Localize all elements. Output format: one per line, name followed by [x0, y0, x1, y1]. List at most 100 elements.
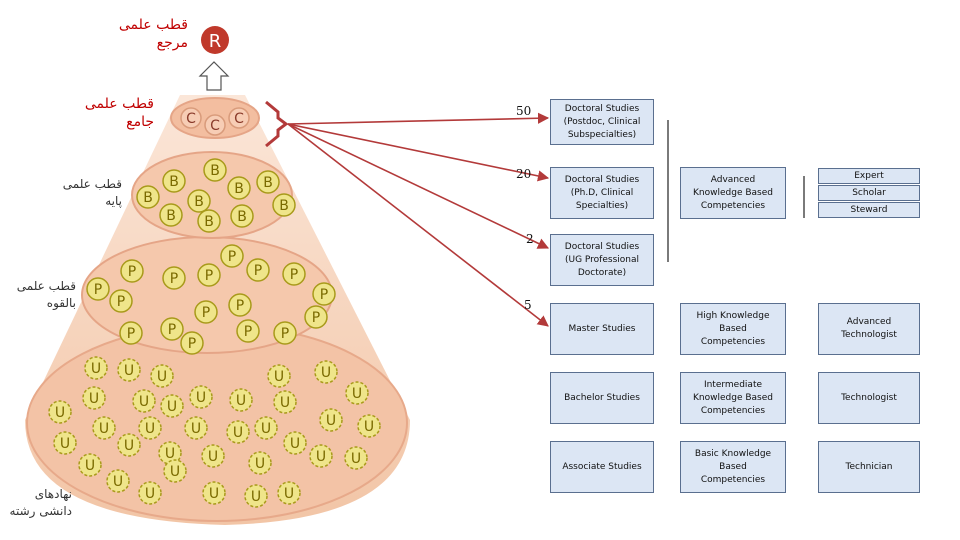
- circle-letter-u-17: U: [233, 425, 243, 441]
- circle-letter-u-11: U: [280, 395, 290, 411]
- circle-u-31: [106, 469, 130, 493]
- box-bachelor: Bachelor Studies: [550, 372, 654, 424]
- circle-letter-p-2: P: [128, 264, 136, 280]
- box-advanced-competencies: Advanced Knowledge Based Competencies: [680, 167, 786, 219]
- circle-p-4: [162, 266, 186, 290]
- circle-p-13: [119, 321, 143, 345]
- circle-letter-p-4: P: [170, 271, 178, 287]
- box-scholar: Scholar: [818, 185, 920, 201]
- circle-letter-u-23: U: [165, 446, 175, 462]
- box-technician: Technician: [818, 441, 920, 493]
- circle-letter-u-6: U: [89, 391, 99, 407]
- circle-u-2: [117, 358, 141, 382]
- circle-letter-c-3: C: [234, 111, 244, 127]
- c-layer-bracket: [265, 100, 289, 148]
- circle-p-1: [220, 244, 244, 268]
- circle-letter-p-15: P: [244, 324, 252, 340]
- circle-u-17: [226, 420, 250, 444]
- circle-letter-p-17: P: [188, 336, 196, 352]
- circle-u-9: [189, 385, 213, 409]
- circle-letter-p-7: P: [94, 282, 102, 298]
- circle-letter-b-10: B: [204, 214, 214, 230]
- circle-letter-u-32: U: [145, 486, 155, 502]
- circle-u-12: [345, 381, 369, 405]
- circle-letter-u-28: U: [85, 458, 95, 474]
- circle-u-20: [357, 414, 381, 438]
- circle-letter-p-5: P: [205, 268, 213, 284]
- circle-u-26: [309, 444, 333, 468]
- circle-letter-b-3: B: [234, 181, 244, 197]
- circle-u-14: [92, 416, 116, 440]
- r-circle: [201, 26, 229, 54]
- circle-p-8: [109, 289, 133, 313]
- circle-b-8: [159, 203, 183, 227]
- arrow-3: [287, 123, 550, 249]
- label-r-line2: مرجع: [156, 35, 188, 51]
- circle-letter-u-1: U: [91, 361, 101, 377]
- circle-u-34: [244, 484, 268, 508]
- circle-letter-b-1: B: [210, 163, 220, 179]
- circle-letter-u-35: U: [284, 486, 294, 502]
- circle-letter-u-9: U: [196, 390, 206, 406]
- arrow-value-4: 5: [524, 298, 532, 312]
- circle-u-29: [163, 459, 187, 483]
- box-doctoral-ug: Doctoral Studies (UG Professional Doctor…: [550, 234, 654, 286]
- circle-u-8: [160, 394, 184, 418]
- circle-u-18: [254, 416, 278, 440]
- circle-letter-b-6: B: [194, 194, 204, 210]
- circle-b-6: [187, 189, 211, 213]
- circle-c-2: [204, 114, 226, 136]
- circle-u-7: [132, 389, 156, 413]
- circle-letter-u-33: U: [209, 486, 219, 502]
- circle-p-16: [273, 321, 297, 345]
- circle-p-5: [197, 263, 221, 287]
- circle-letter-u-24: U: [208, 449, 218, 465]
- label-c-title: قطب علمی جامع: [78, 95, 154, 131]
- arrow-2: [287, 123, 550, 182]
- circle-p-9: [312, 282, 336, 306]
- circle-u-6: [82, 386, 106, 410]
- arrow-value-3: 2: [526, 232, 534, 246]
- circle-letter-u-12: U: [352, 386, 362, 402]
- circle-letter-p-3: P: [254, 263, 262, 279]
- circle-u-1: [84, 356, 108, 380]
- box-high-competencies: High Knowledge Based Competencies: [680, 303, 786, 355]
- box-advanced-technologist: Advanced Technologist: [818, 303, 920, 355]
- circle-letter-p-12: P: [312, 310, 320, 326]
- circle-letter-u-34: U: [251, 489, 261, 505]
- box-steward: Steward: [818, 202, 920, 218]
- label-b-line2: پایه: [105, 194, 122, 208]
- circle-letter-p-9: P: [320, 287, 328, 303]
- circle-c-3: [228, 107, 250, 129]
- circle-letter-c-2: C: [210, 118, 220, 134]
- box-doctoral-phd: Doctoral Studies (Ph.D, Clinical Special…: [550, 167, 654, 219]
- label-c-line1: قطب علمی: [84, 96, 154, 112]
- circle-u-19: [319, 408, 343, 432]
- circle-p-2: [120, 259, 144, 283]
- arrow-value-2: 20: [516, 167, 532, 181]
- arrow-value-1: 50: [516, 104, 532, 118]
- arrow-1: [287, 112, 550, 125]
- circle-p-10: [194, 300, 218, 324]
- circle-u-4: [267, 364, 291, 388]
- circle-b-10: [197, 209, 221, 233]
- circle-letter-p-14: P: [168, 322, 176, 338]
- circle-letter-p-1: P: [228, 249, 236, 265]
- circle-u-22: [117, 433, 141, 457]
- circle-b-3: [227, 176, 251, 200]
- circle-letter-u-21: U: [60, 436, 70, 452]
- circle-u-28: [78, 453, 102, 477]
- circle-letter-u-22: U: [124, 438, 134, 454]
- r-letter: R: [209, 31, 222, 52]
- circle-letter-b-4: B: [263, 175, 273, 191]
- circle-letter-b-7: B: [279, 198, 289, 214]
- circle-letter-b-9: B: [237, 209, 247, 225]
- circle-letter-u-27: U: [351, 451, 361, 467]
- circle-u-33: [202, 481, 226, 505]
- circle-letter-p-16: P: [281, 326, 289, 342]
- circle-letter-u-19: U: [326, 413, 336, 429]
- circle-p-3: [246, 258, 270, 282]
- label-p-line1: قطب علمی: [16, 279, 76, 293]
